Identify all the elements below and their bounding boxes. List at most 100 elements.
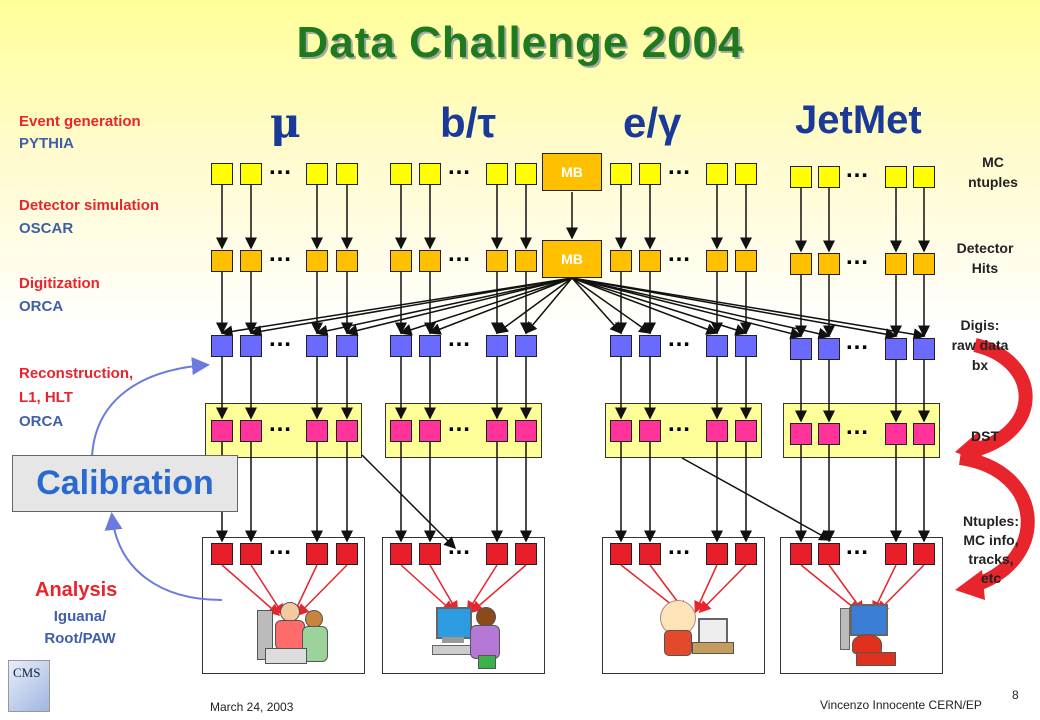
block-jetmet-simulation [885, 253, 907, 275]
block-mu-simulation [240, 250, 262, 272]
tool-orca-reconstruction: ORCA [19, 413, 64, 430]
block-btau-simulation [515, 250, 537, 272]
block-btau-reco [486, 420, 508, 442]
right-label-digis: Digis: raw data bx [935, 315, 1025, 375]
ellipsis-jetmet-digis: … [845, 328, 870, 355]
ellipsis-jetmet-ntuple: … [845, 533, 870, 560]
block-egamma-digis [735, 335, 757, 357]
ellipsis-mu-generation: … [268, 153, 293, 180]
calibration-box: Calibration [12, 455, 238, 512]
block-btau-simulation [486, 250, 508, 272]
block-btau-ntuple [486, 543, 508, 565]
tool-iguana: Iguana/ [53, 608, 107, 625]
block-egamma-ntuple [610, 543, 632, 565]
block-mu-ntuple [240, 543, 262, 565]
footer-date: March 24, 2003 [210, 700, 294, 714]
block-btau-generation [390, 163, 412, 185]
block-mu-generation [240, 163, 262, 185]
block-egamma-generation [735, 163, 757, 185]
block-egamma-simulation [706, 250, 728, 272]
stage-reconstruction-line1: Reconstruction, [19, 365, 134, 382]
right-label-mc-line2: ntuples [968, 174, 1018, 190]
ellipsis-btau-reco: … [447, 410, 472, 437]
stage-digitization: Digitization [19, 275, 100, 292]
block-egamma-ntuple [735, 543, 757, 565]
right-label-mc-line1: MC [982, 154, 1004, 170]
block-egamma-generation [706, 163, 728, 185]
block-jetmet-reco [790, 423, 812, 445]
ellipsis-jetmet-reco: … [845, 413, 870, 440]
block-btau-digis [515, 335, 537, 357]
block-egamma-digis [706, 335, 728, 357]
right-label-ntuples-line4: etc [980, 570, 1002, 586]
block-btau-simulation [390, 250, 412, 272]
ellipsis-btau-ntuple: … [447, 533, 472, 560]
block-mu-reco [240, 420, 262, 442]
column-header-egamma: e/γ [623, 99, 682, 146]
block-btau-reco [419, 420, 441, 442]
block-mu-ntuple [336, 543, 358, 565]
ellipsis-btau-digis: … [447, 325, 472, 352]
right-label-ntuples-line1: Ntuples: [963, 513, 1019, 529]
block-egamma-ntuple [639, 543, 661, 565]
block-jetmet-generation [885, 166, 907, 188]
block-btau-generation [515, 163, 537, 185]
block-mu-ntuple [211, 543, 233, 565]
block-mu-simulation [336, 250, 358, 272]
block-jetmet-digis [790, 338, 812, 360]
block-mu-digis [336, 335, 358, 357]
block-jetmet-simulation [790, 253, 812, 275]
analysis-clipart-jetmet [838, 600, 908, 668]
block-mu-reco [336, 420, 358, 442]
block-egamma-simulation [610, 250, 632, 272]
block-jetmet-ntuple [885, 543, 907, 565]
block-mu-simulation [211, 250, 233, 272]
ellipsis-egamma-ntuple: … [667, 533, 692, 560]
block-jetmet-reco [885, 423, 907, 445]
block-jetmet-reco [818, 423, 840, 445]
ellipsis-mu-reco: … [268, 410, 293, 437]
column-header-mu: μ [270, 98, 301, 147]
block-jetmet-reco [913, 423, 935, 445]
block-egamma-simulation [735, 250, 757, 272]
block-mu-generation [306, 163, 328, 185]
block-btau-simulation [419, 250, 441, 272]
ellipsis-mu-digis: … [268, 325, 293, 352]
block-mu-digis [211, 335, 233, 357]
block-mu-reco [211, 420, 233, 442]
right-label-digis-line3: bx [971, 357, 989, 373]
tool-oscar: OSCAR [19, 220, 74, 237]
block-jetmet-generation [913, 166, 935, 188]
tool-root-paw: Root/PAW [44, 630, 116, 647]
block-jetmet-generation [790, 166, 812, 188]
block-egamma-reco [610, 420, 632, 442]
footer-page-number: 8 [1012, 688, 1019, 702]
block-mu-digis [306, 335, 328, 357]
block-egamma-simulation [639, 250, 661, 272]
ellipsis-mu-ntuple: … [268, 533, 293, 560]
right-label-ntuples-line3: tracks, [968, 551, 1014, 567]
block-btau-reco [515, 420, 537, 442]
column-header-btau: b/τ [440, 99, 497, 146]
block-egamma-reco [706, 420, 728, 442]
right-label-mc: MC ntuples [958, 152, 1028, 192]
block-jetmet-simulation [913, 253, 935, 275]
block-btau-generation [419, 163, 441, 185]
block-jetmet-generation [818, 166, 840, 188]
ellipsis-jetmet-simulation: … [845, 243, 870, 270]
right-label-dst: DST [971, 428, 999, 444]
analysis-clipart-egamma [658, 596, 738, 666]
block-mu-ntuple [306, 543, 328, 565]
stage-detector-simulation: Detector simulation [19, 197, 160, 214]
block-jetmet-simulation [818, 253, 840, 275]
block-btau-ntuple [515, 543, 537, 565]
mb-box-simulation: MB [542, 240, 602, 278]
tool-orca-digitization: ORCA [19, 298, 64, 315]
ellipsis-jetmet-generation: … [845, 156, 870, 183]
ellipsis-egamma-digis: … [667, 325, 692, 352]
block-egamma-reco [639, 420, 661, 442]
block-egamma-ntuple [706, 543, 728, 565]
block-btau-ntuple [419, 543, 441, 565]
block-egamma-digis [639, 335, 661, 357]
